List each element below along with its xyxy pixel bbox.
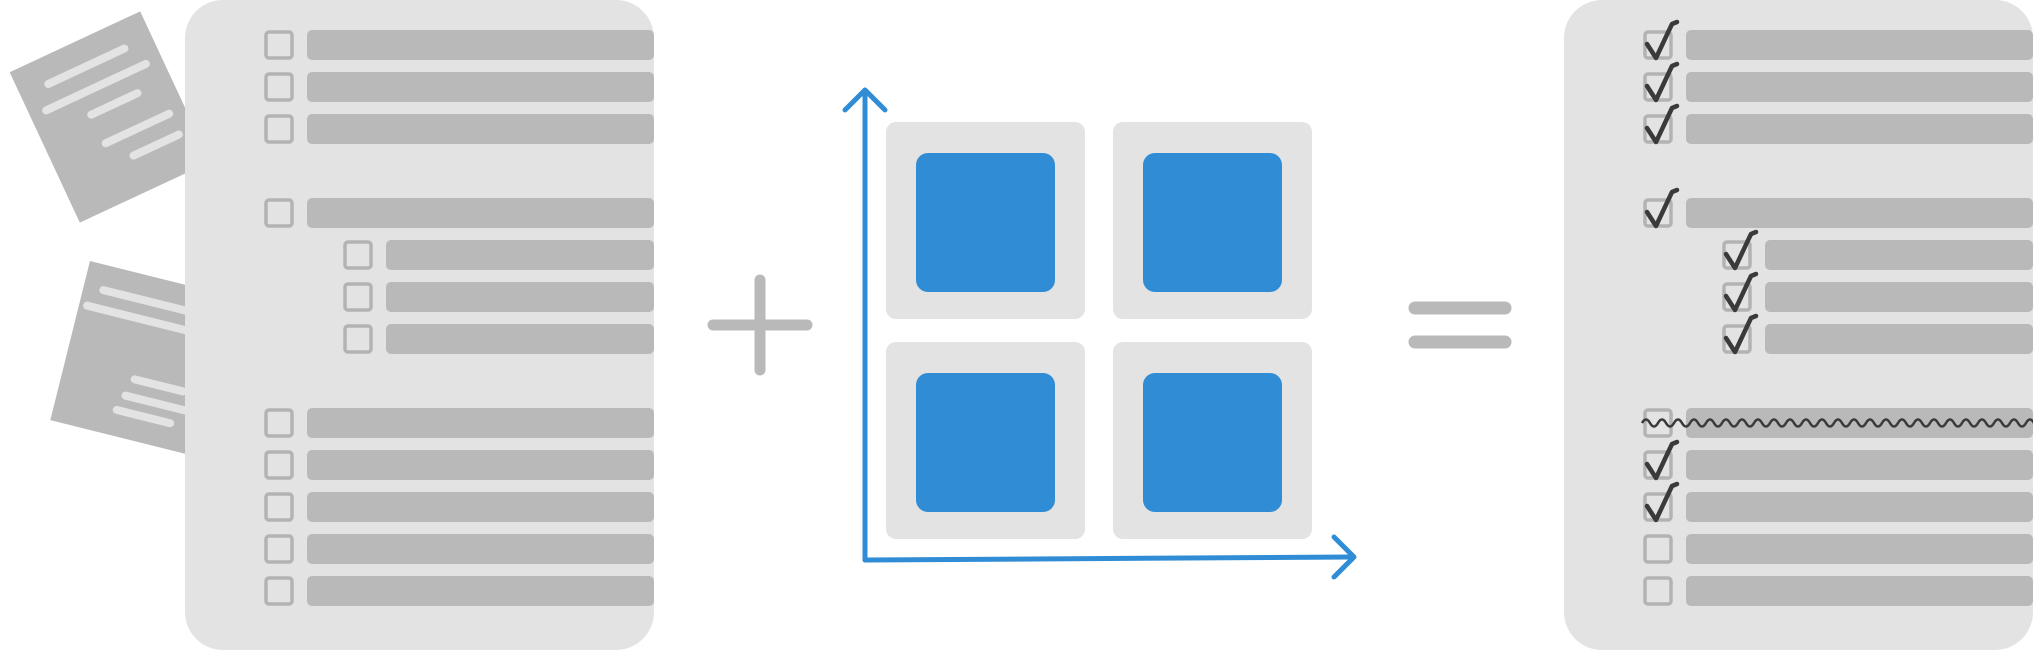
row-bar (1686, 450, 2033, 480)
checkbox-icon[interactable] (264, 492, 294, 522)
row-bar (307, 576, 654, 606)
check-icon (1723, 229, 1759, 271)
checkbox-icon[interactable] (264, 198, 294, 228)
check-icon (1644, 19, 1680, 61)
check-icon (1644, 187, 1680, 229)
matrix-quadrant-bottom-left (886, 342, 1085, 539)
checkbox-icon[interactable] (343, 282, 373, 312)
checkbox-icon[interactable] (343, 240, 373, 270)
row-bar (307, 408, 654, 438)
matrix-block (1143, 373, 1282, 512)
checkbox-icon[interactable] (264, 534, 294, 564)
checkbox-icon[interactable] (264, 576, 294, 606)
row-bar (307, 198, 654, 228)
checkbox-icon[interactable] (1643, 534, 1673, 564)
list-row (264, 198, 654, 228)
list-row (264, 72, 654, 102)
row-bar (1686, 198, 2033, 228)
list-row (264, 114, 654, 144)
row-bar (307, 492, 654, 522)
list-row (1643, 576, 2033, 606)
row-bar (307, 72, 654, 102)
equals-icon (1408, 301, 1512, 349)
row-bar (1686, 576, 2033, 606)
list-row (264, 450, 654, 480)
matrix-quadrant-top-left (886, 122, 1085, 319)
matrix-quadrant-top-right (1113, 122, 1312, 319)
check-icon (1644, 61, 1680, 103)
check-icon (1644, 439, 1680, 481)
list-row (264, 408, 654, 438)
list-row (1643, 534, 2033, 564)
list-row (1643, 439, 2033, 481)
row-bar (307, 30, 654, 60)
plus-icon (707, 274, 813, 376)
right-list (1640, 19, 2033, 606)
list-row (1722, 313, 2033, 355)
list-row (1640, 408, 2033, 438)
row-bar (1765, 240, 2033, 270)
two-axis-arrow-icon (842, 87, 1357, 580)
list-row (343, 282, 654, 312)
list-row (1722, 229, 2033, 271)
checkbox-icon[interactable] (1643, 576, 1673, 606)
checkbox-icon[interactable] (264, 114, 294, 144)
row-bar (386, 240, 654, 270)
check-icon (1723, 313, 1759, 355)
checkbox-icon[interactable] (1643, 408, 1673, 438)
matrix-block (1143, 153, 1282, 292)
list-row (1722, 271, 2033, 313)
row-bar (1765, 282, 2033, 312)
checkbox-icon[interactable] (264, 450, 294, 480)
matrix-grid (886, 122, 1312, 539)
checkbox-icon[interactable] (264, 72, 294, 102)
row-bar (1686, 30, 2033, 60)
checkbox-icon[interactable] (264, 30, 294, 60)
matrix-quadrant-bottom-right (1113, 342, 1312, 539)
row-bar (307, 534, 654, 564)
list-row (1643, 481, 2033, 523)
row-bar (1765, 324, 2033, 354)
row-bar (1686, 114, 2033, 144)
matrix-block (916, 153, 1055, 292)
row-bar (307, 114, 654, 144)
row-bar (1686, 72, 2033, 102)
row-bar (1686, 534, 2033, 564)
list-row (264, 30, 654, 60)
row-bar (386, 324, 654, 354)
list-row (264, 492, 654, 522)
list-row (1643, 103, 2033, 145)
check-icon (1644, 481, 1680, 523)
list-row (264, 534, 654, 564)
wavy-strikethrough-icon (1640, 418, 2033, 428)
row-bar (386, 282, 654, 312)
list-row (1643, 61, 2033, 103)
row-bar (307, 450, 654, 480)
list-row (1643, 187, 2033, 229)
checkbox-icon[interactable] (343, 324, 373, 354)
check-icon (1723, 271, 1759, 313)
matrix-block (916, 373, 1055, 512)
list-row (1643, 19, 2033, 61)
row-bar (1686, 492, 2033, 522)
sticky-note-top (9, 11, 211, 223)
left-list (264, 30, 654, 606)
checkbox-icon[interactable] (264, 408, 294, 438)
check-icon (1644, 103, 1680, 145)
list-row (343, 240, 654, 270)
list-row (264, 576, 654, 606)
list-row (343, 324, 654, 354)
row-bar (1686, 408, 2033, 438)
